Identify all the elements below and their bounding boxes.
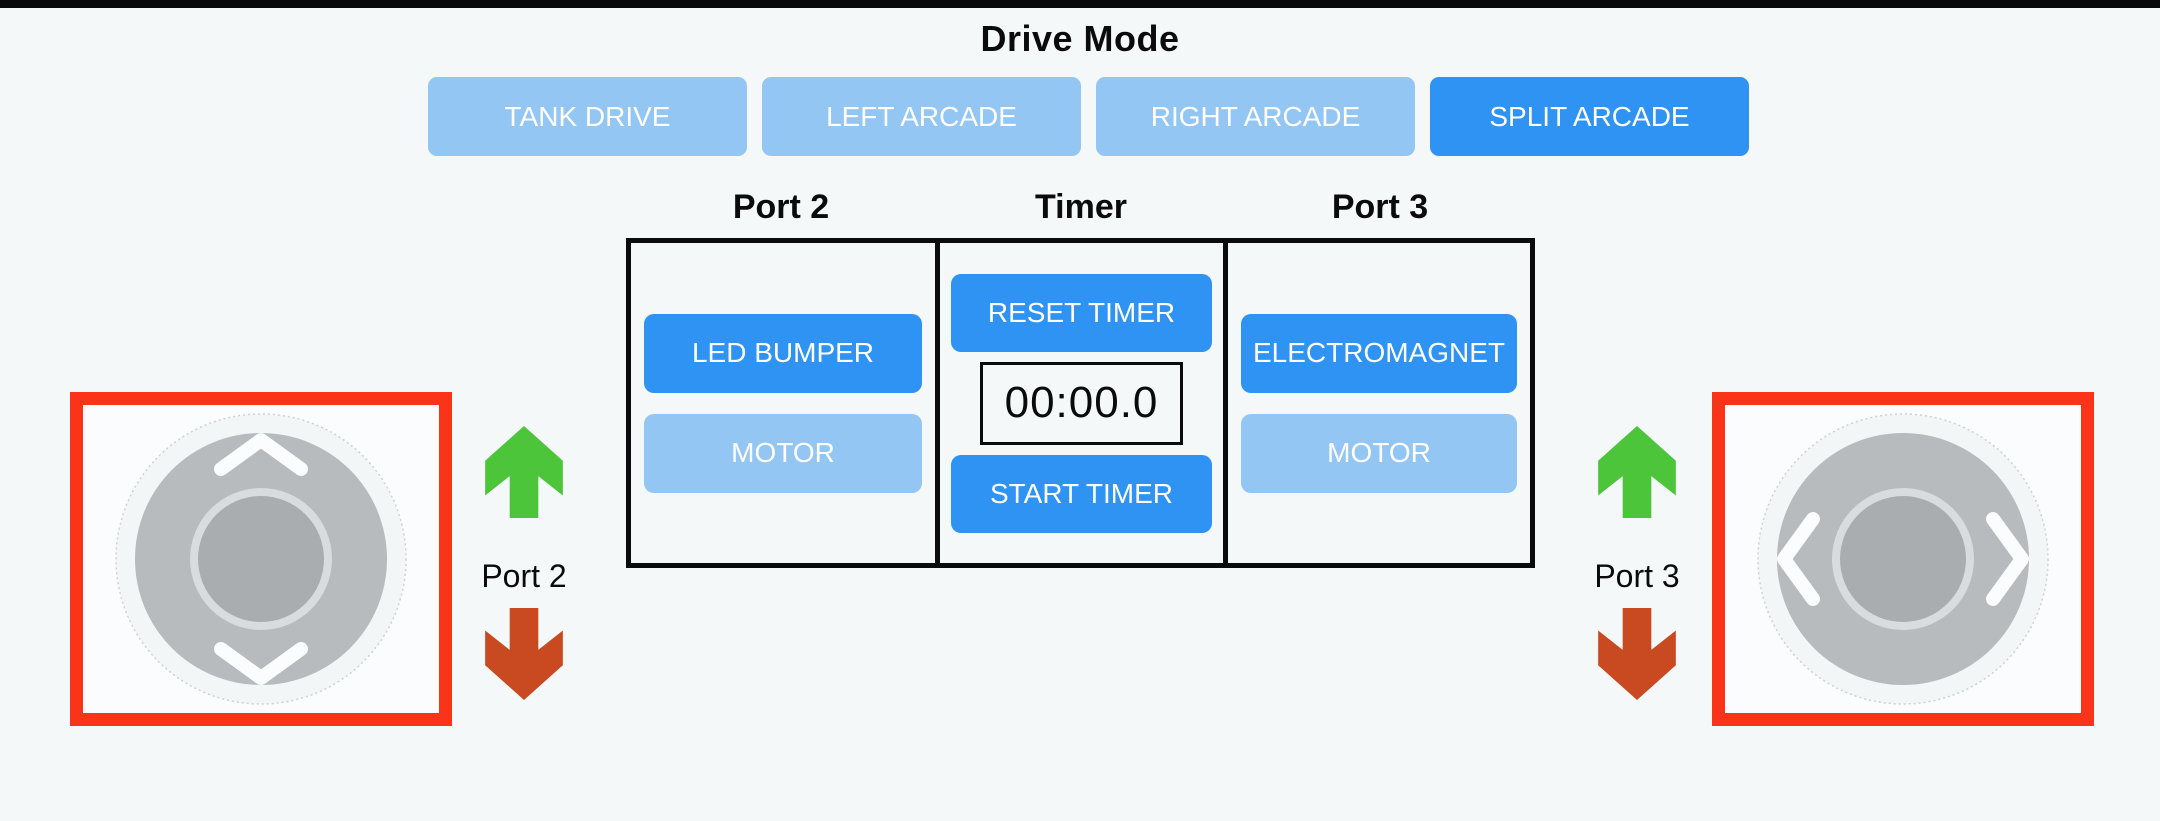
chevron-down-icon [214,642,308,685]
electromagnet-button[interactable]: ELECTROMAGNET [1241,313,1517,393]
drive-mode-button-row: TANK DRIVE LEFT ARCADE RIGHT ARCADE SPLI… [428,77,1749,156]
led-bumper-button[interactable]: LED BUMPER [644,313,922,393]
control-table: LED BUMPER MOTOR RESET TIMER 00:00.0 STA… [626,238,1535,568]
top-bar [0,0,2160,8]
drive-mode-title: Drive Mode [980,18,1180,59]
port3-motor-button[interactable]: MOTOR [1241,413,1517,493]
right-joystick[interactable] [1757,413,2049,705]
chevron-up-icon [214,433,308,476]
left-arcade-button[interactable]: LEFT ARCADE [762,77,1081,156]
right-port-indicator: Port 3 [1567,426,1707,700]
port3-column-header: Port 3 [1331,188,1429,226]
start-timer-button[interactable]: START TIMER [951,454,1212,533]
chevron-left-icon [1777,512,1820,606]
up-arrow-icon [1598,426,1676,518]
right-port-label: Port 3 [1594,558,1680,594]
joystick-knob[interactable] [198,496,324,622]
left-joystick[interactable] [115,413,407,705]
port2-cell: LED BUMPER MOTOR [631,243,935,563]
timer-column-header: Timer [1035,188,1127,226]
split-arcade-button[interactable]: SPLIT ARCADE [1430,77,1749,156]
port2-column-header: Port 2 [732,188,830,226]
joystick-knob[interactable] [1840,496,1966,622]
down-arrow-icon [1598,608,1676,700]
right-arcade-button[interactable]: RIGHT ARCADE [1096,77,1415,156]
reset-timer-button[interactable]: RESET TIMER [951,273,1212,352]
right-joystick-zone [1712,392,2094,726]
timer-display: 00:00.0 [980,361,1183,445]
chevron-right-icon [1986,512,2029,606]
left-port-label: Port 2 [481,558,567,594]
left-port-indicator: Port 2 [454,426,594,700]
tank-drive-button[interactable]: TANK DRIVE [428,77,747,156]
port2-motor-button[interactable]: MOTOR [644,413,922,493]
down-arrow-icon [485,608,563,700]
timer-cell: RESET TIMER 00:00.0 START TIMER [935,243,1228,563]
port3-cell: ELECTROMAGNET MOTOR [1228,243,1530,563]
up-arrow-icon [485,426,563,518]
left-joystick-zone [70,392,452,726]
